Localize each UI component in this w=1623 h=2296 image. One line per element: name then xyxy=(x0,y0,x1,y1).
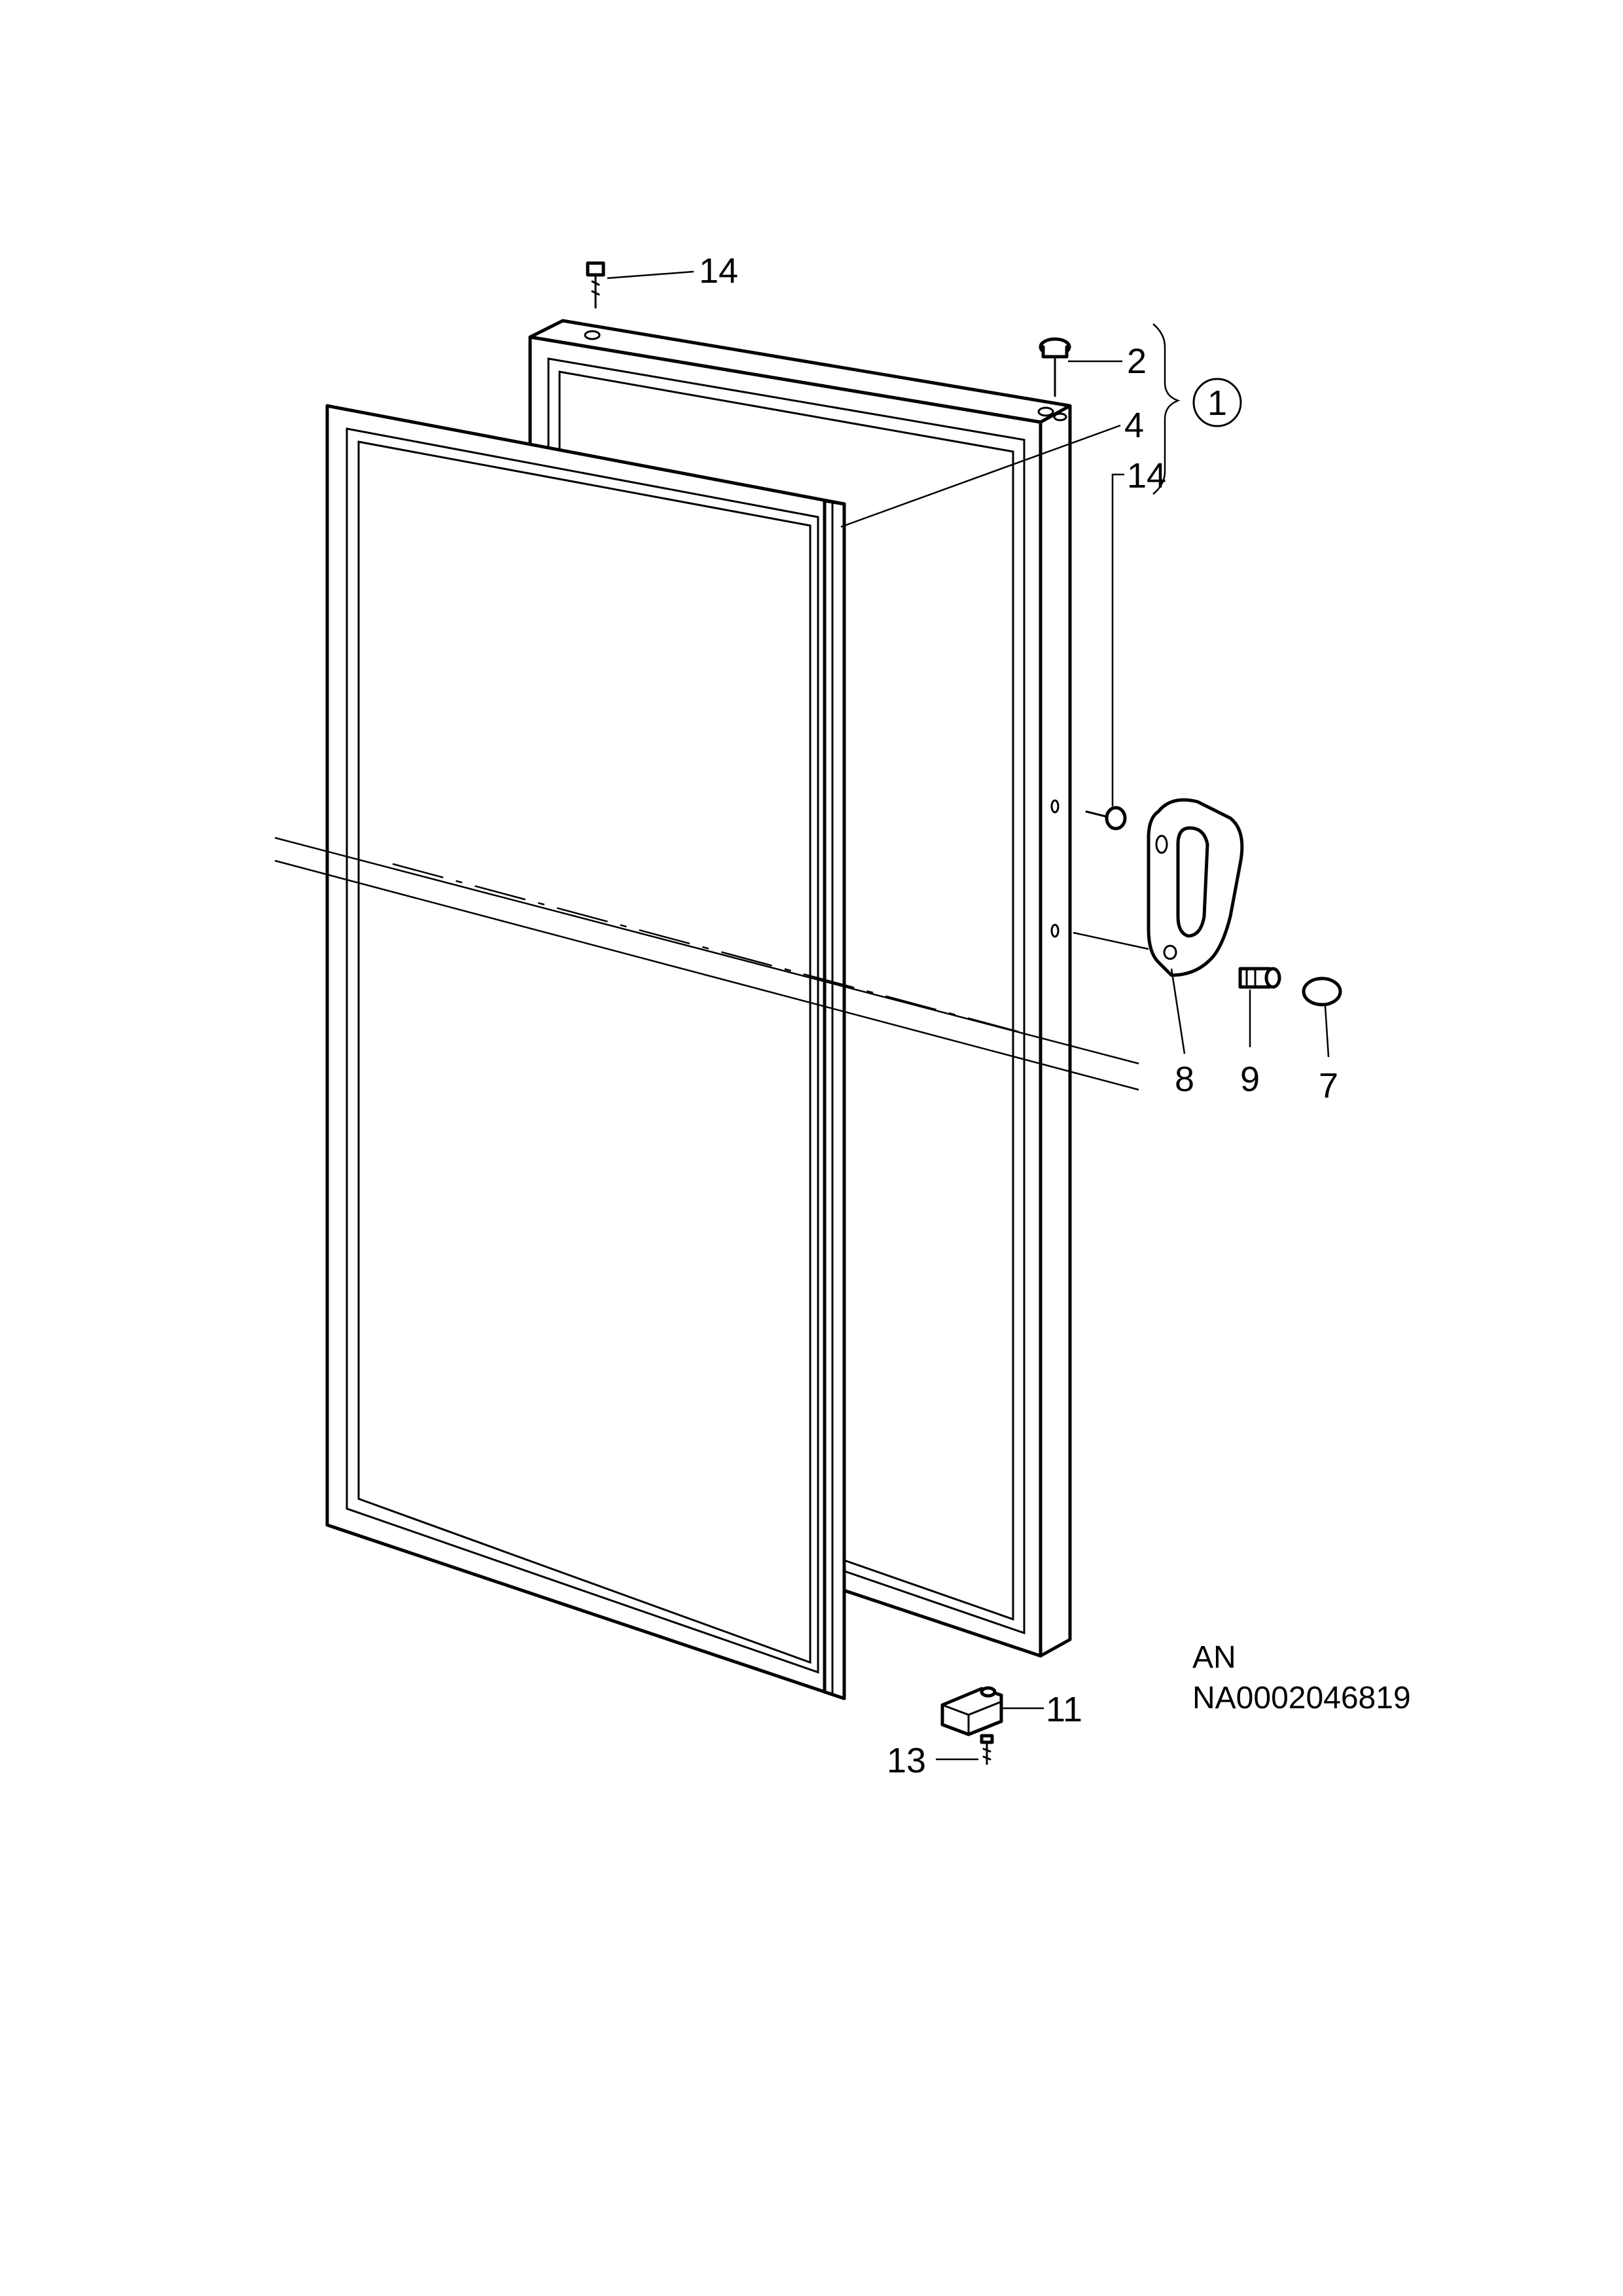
assembly-circle-1 xyxy=(1192,378,1242,427)
assembly-bracket-1 xyxy=(1152,323,1242,495)
callout-13: 13 xyxy=(887,1741,926,1780)
pin-2 xyxy=(1039,337,1071,397)
reference-line-1: AN xyxy=(1192,1640,1236,1675)
reference-code: NA0002046819 xyxy=(1192,1681,1411,1715)
callout-1: 1 xyxy=(1207,384,1227,423)
callout-8: 8 xyxy=(1175,1060,1194,1099)
callout-14-mid: 14 xyxy=(1127,456,1166,495)
callout-4: 4 xyxy=(1124,406,1144,445)
cap-7 xyxy=(1302,977,1342,1007)
screw-14-top xyxy=(586,261,605,309)
axis-lines xyxy=(274,836,1139,1091)
callout-7: 7 xyxy=(1319,1066,1338,1105)
screw-9 xyxy=(1238,967,1281,989)
screw-13 xyxy=(980,1734,994,1765)
door-gasket xyxy=(325,404,846,1700)
callout-2: 2 xyxy=(1127,342,1147,381)
callout-11: 11 xyxy=(1046,1690,1082,1729)
handle-8 xyxy=(1147,798,1244,977)
screw-14-mid xyxy=(1085,806,1127,831)
callout-9: 9 xyxy=(1240,1060,1260,1099)
leader-lines xyxy=(607,270,1330,1761)
callout-14-top: 14 xyxy=(699,251,738,291)
hinge-11 xyxy=(940,1686,1003,1736)
